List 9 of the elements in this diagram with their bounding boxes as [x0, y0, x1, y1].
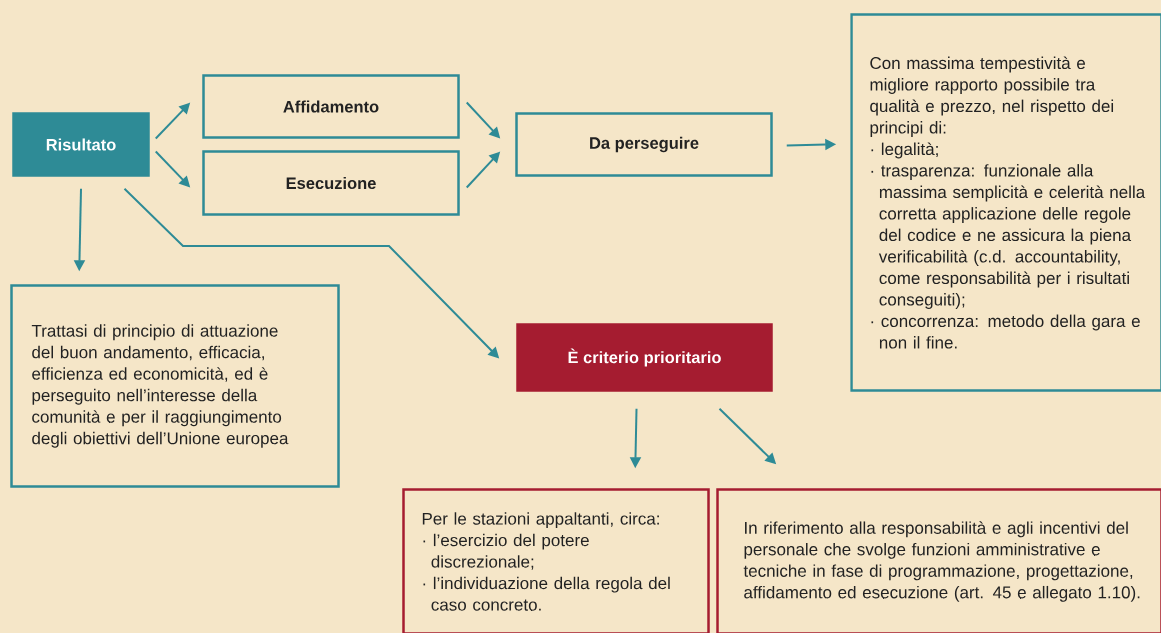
title-box: Risultato [12, 112, 150, 177]
text-box: Con massima tempestività e migliore rapporto possibile tra qualità e prezzo, nel rispetto dei principi di: · legalità; · trasparenza: funzionale alla massima semplicità e celerità nella corretta applicazione delle regole del codice e ne assicura la piena verificabilità (c.d. accountability, come responsabilità per i risultati conseguiti); · concorrenza: metodo della gara e non il fine. [850, 13, 1161, 392]
text-box: Trattasi di principio di attuazione del buon andamento, efficacia, efficienza ed economicità, ed è perseguito nell’interesse della comunità e per il raggiungimento degli obiettivi dell’Unione europea [10, 284, 340, 488]
process-box: Da perseguire [515, 112, 773, 177]
text-box: In riferimento alla responsabilità e agli incentivi del personale che svolge funzioni amministrative e tecniche in fase di programmazione, progettazione, affidamento ed esecuzione (art. 45 e allegato 1.10). [716, 488, 1161, 633]
process-box: Affidamento [202, 74, 460, 139]
highlight-box: È criterio prioritario [516, 323, 773, 392]
text-box: Per le stazioni appaltanti, circa: · l’esercizio del potere discrezionale; · l’individuazione della regola del caso concreto. [402, 488, 710, 633]
process-box: Esecuzione [202, 150, 460, 216]
